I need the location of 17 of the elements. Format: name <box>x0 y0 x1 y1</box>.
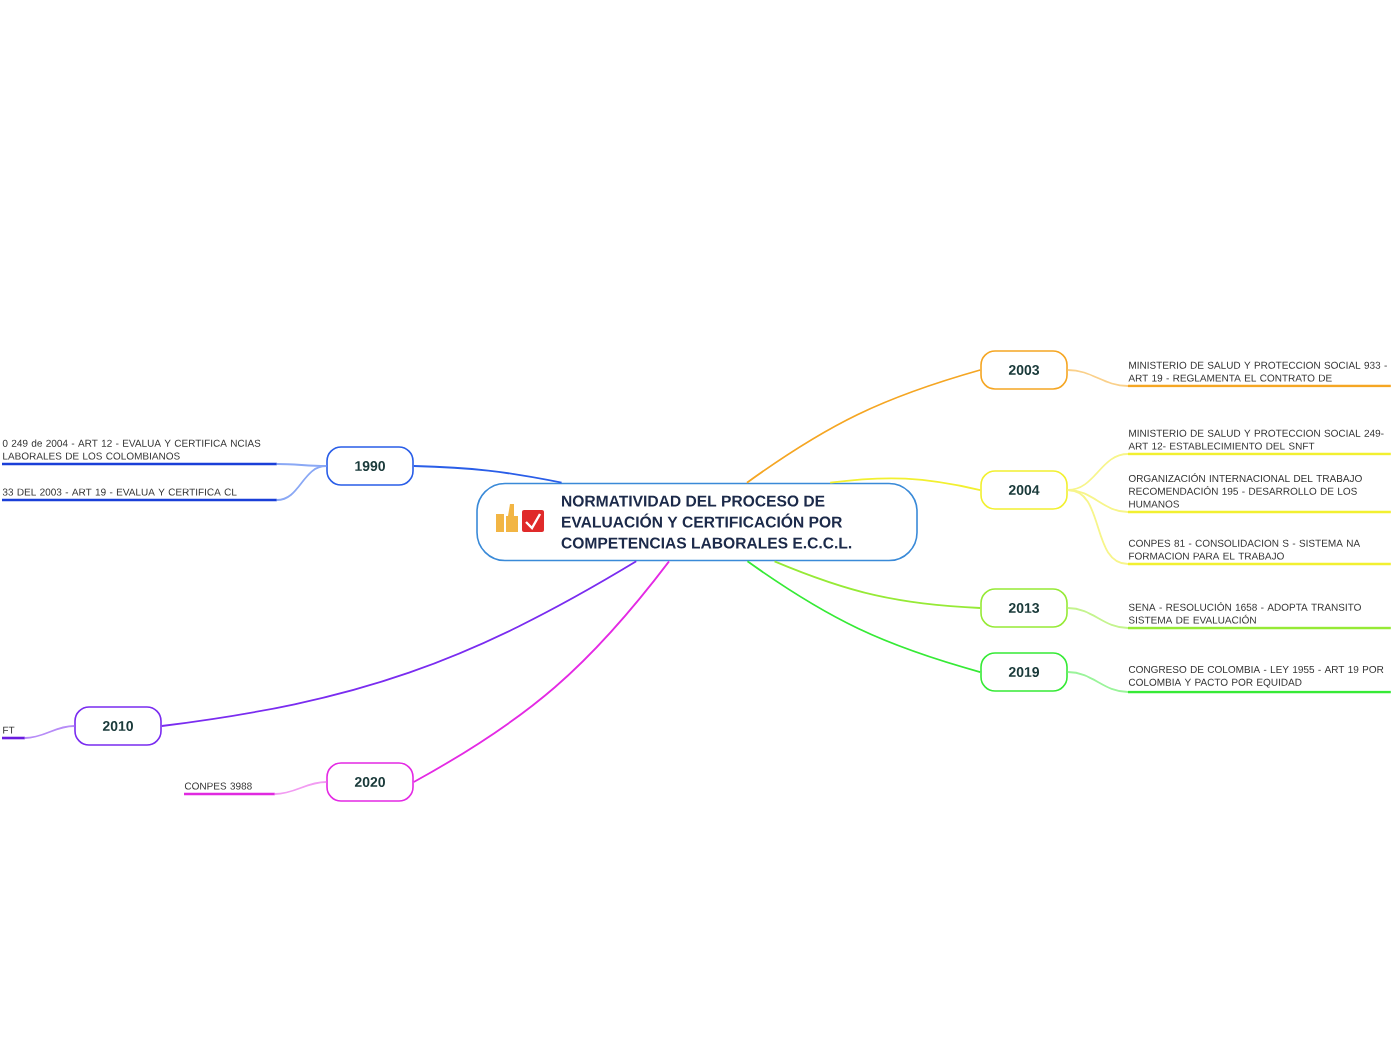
connector-line <box>746 369 982 484</box>
connector-line <box>275 463 328 467</box>
connector-line <box>1066 607 1129 629</box>
connector-line <box>412 465 563 484</box>
connector-line <box>829 477 982 491</box>
connector-line <box>773 560 982 609</box>
connector-line <box>746 560 982 673</box>
connector-line <box>1066 489 1129 565</box>
connector-line <box>1066 489 1129 513</box>
connector-line <box>1066 453 1129 491</box>
connector-line <box>275 465 328 501</box>
connector-line <box>23 725 76 739</box>
connector-line <box>160 560 638 727</box>
connector-line <box>1066 369 1129 387</box>
connector-line <box>1066 671 1129 693</box>
connector-line <box>412 560 670 783</box>
connector-line <box>273 781 328 795</box>
